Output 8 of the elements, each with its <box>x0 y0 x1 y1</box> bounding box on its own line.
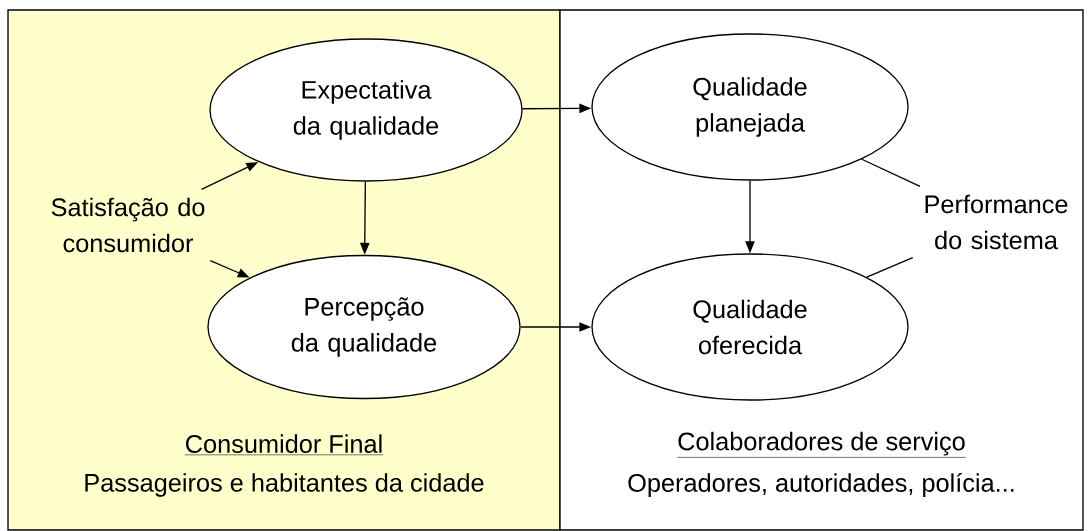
connector-line <box>861 158 921 188</box>
ellipse-node: Percepção da qualidade <box>207 254 521 400</box>
ellipse-node: Qualidade planejada <box>591 33 909 181</box>
text-label: Performance do sistema <box>925 194 1068 250</box>
ellipse-node: Expectativa da qualidade <box>209 38 523 182</box>
connector-line <box>866 256 914 278</box>
text-label: Satisfação do consumidor <box>51 197 205 253</box>
ellipse-node: Qualidade oferecida <box>591 253 909 401</box>
